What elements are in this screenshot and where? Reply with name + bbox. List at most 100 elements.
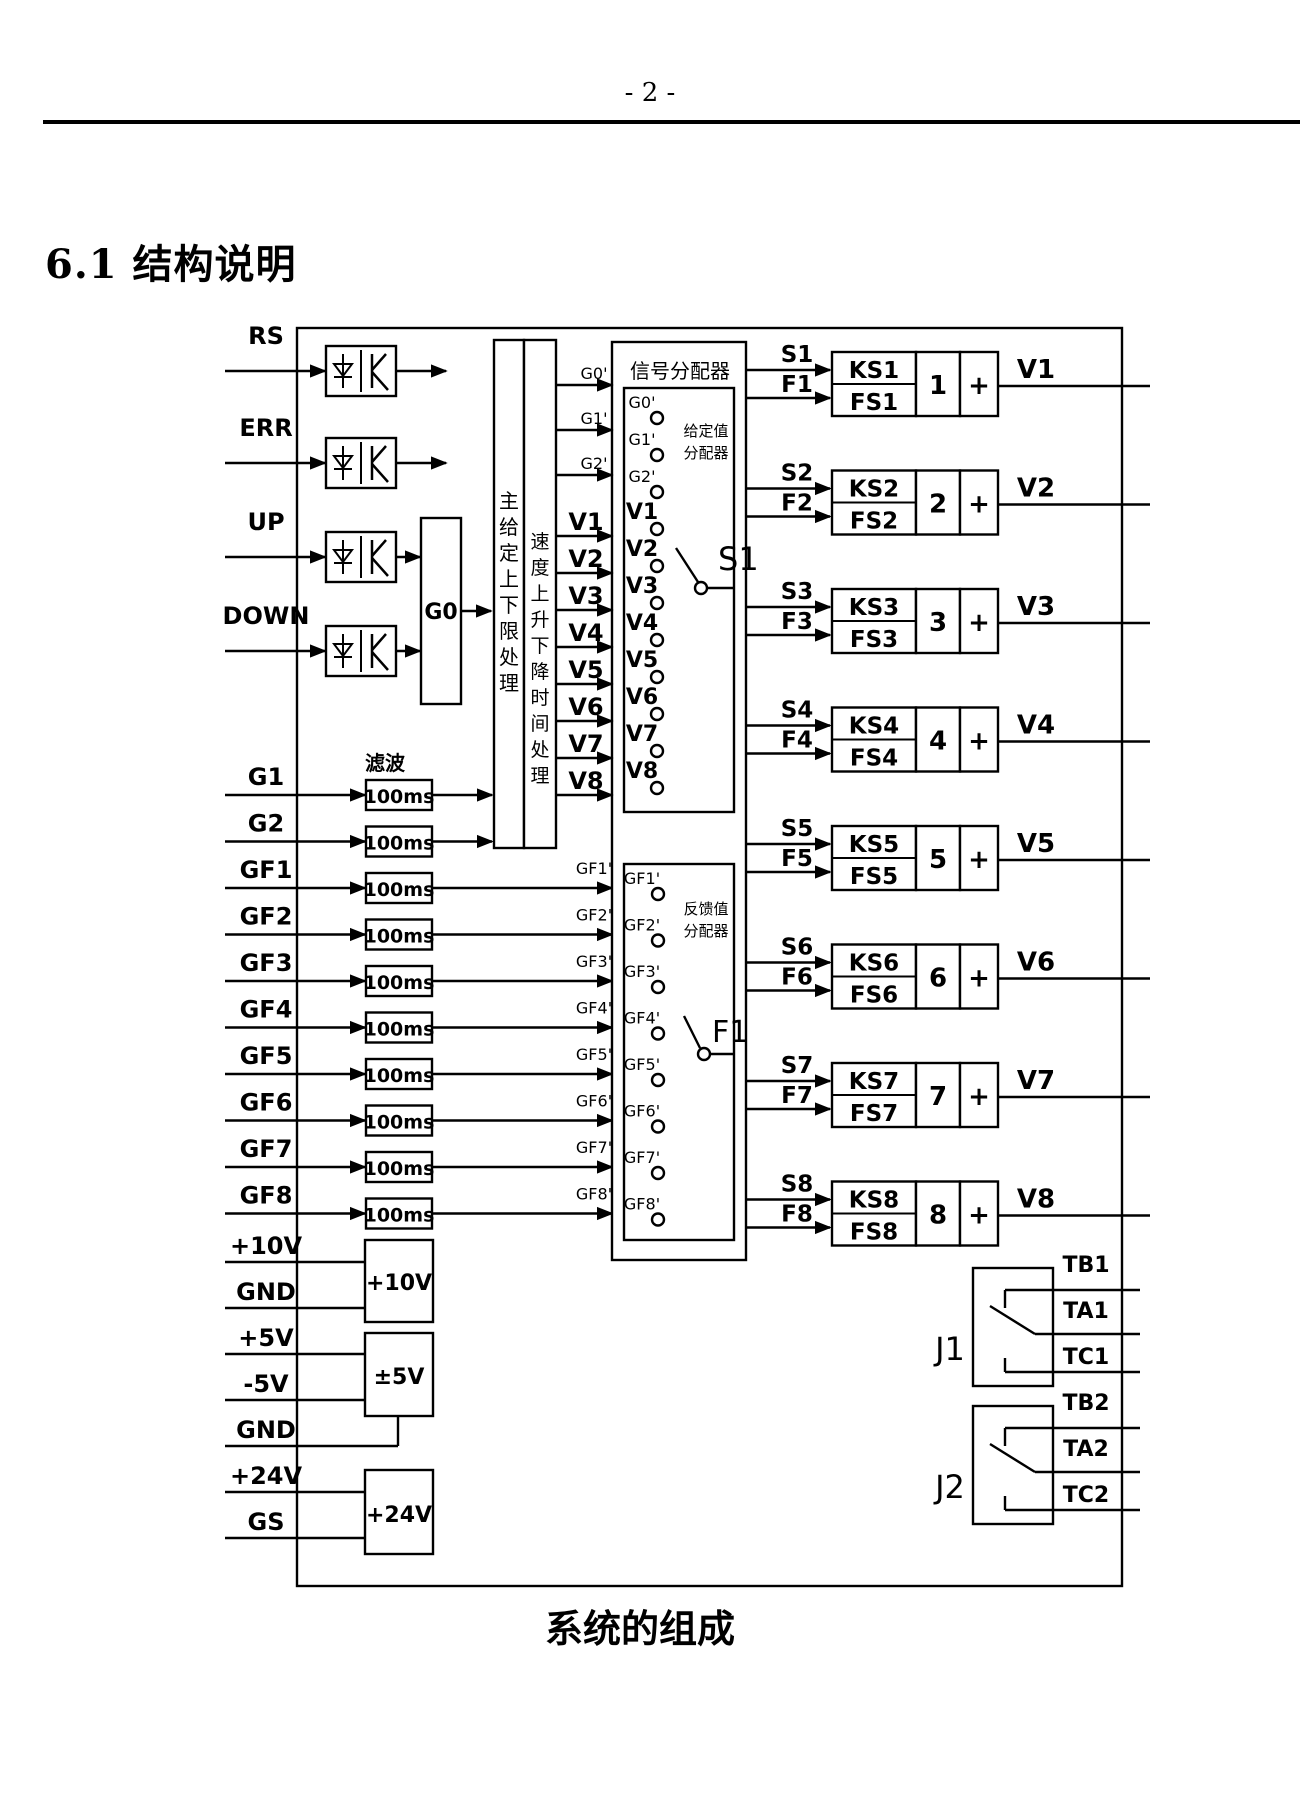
relay-j1-block bbox=[971, 1266, 1055, 1388]
speed-ramp-block bbox=[522, 338, 558, 850]
feedback-input-label: GF3' bbox=[576, 952, 612, 971]
speed-ramp-label-char: 时 bbox=[530, 687, 549, 709]
channel-f-label: F6 bbox=[781, 965, 813, 991]
optocoupler bbox=[324, 344, 398, 398]
tap-contact-icon bbox=[649, 521, 665, 537]
channel-number-block bbox=[914, 587, 962, 655]
channel-v-label: V6 bbox=[1017, 948, 1055, 978]
tap-contact-icon bbox=[649, 484, 665, 500]
analog-input-label: GF1 bbox=[240, 856, 293, 884]
switch-f-icon bbox=[682, 1015, 702, 1049]
given-input-label: G1' bbox=[581, 409, 608, 428]
psu-24v-label: +24V bbox=[366, 1503, 432, 1528]
relay-contact-label: TA2 bbox=[1063, 1437, 1109, 1462]
relay-contact-label: TB2 bbox=[1062, 1391, 1109, 1416]
speed-label: V6 bbox=[568, 693, 603, 721]
channel-ks-label: KS7 bbox=[849, 1069, 899, 1095]
given-sub-label: 给定值 bbox=[683, 422, 728, 440]
transistor-icon bbox=[371, 539, 389, 577]
channel-number-block bbox=[914, 706, 962, 773]
analog-input-label: GF8 bbox=[240, 1182, 293, 1210]
feedback-sub-label: 反馈值 bbox=[683, 900, 728, 918]
header-rule bbox=[43, 120, 1300, 124]
channel-number: 3 bbox=[929, 608, 947, 638]
power-input-label: GND bbox=[236, 1416, 296, 1444]
channel-v-label: V4 bbox=[1017, 711, 1055, 741]
speed-ramp-label-char: 降 bbox=[530, 661, 549, 683]
channel-fs-label: FS5 bbox=[850, 864, 898, 890]
distributor-label: 信号分配器 bbox=[630, 359, 730, 383]
analog-input-label: G1 bbox=[248, 763, 284, 791]
channel-summer-block bbox=[958, 469, 1000, 536]
main-limit-label-char: 处 bbox=[499, 645, 519, 669]
tap-contact-icon bbox=[650, 933, 666, 948]
psu-10v-block bbox=[363, 1238, 435, 1324]
channel-number: 6 bbox=[929, 964, 947, 994]
tap-contact-icon bbox=[649, 780, 665, 796]
channel-v-label: V8 bbox=[1017, 1185, 1055, 1215]
tap-contact-icon bbox=[650, 1212, 666, 1227]
channel-fs-label: FS3 bbox=[850, 627, 898, 653]
diode-icon bbox=[332, 455, 354, 470]
relay-j2-block bbox=[971, 1404, 1055, 1526]
tap-contact-icon bbox=[650, 979, 666, 995]
analog-input-label: G2 bbox=[248, 810, 284, 838]
summer-sign: + bbox=[968, 490, 990, 520]
transistor-icon bbox=[371, 353, 389, 391]
section-title: 6.1 结构说明 bbox=[45, 241, 297, 288]
relay-contact-label: TC1 bbox=[1063, 1345, 1109, 1370]
speed-label: V7 bbox=[568, 730, 603, 758]
speed-label: V2 bbox=[568, 545, 603, 573]
diode-icon bbox=[332, 363, 354, 378]
speed-label: V8 bbox=[568, 767, 603, 795]
psu-5v-label: ±5V bbox=[374, 1365, 425, 1390]
feedback-input-label: GF6' bbox=[576, 1092, 612, 1111]
channel-fs-label: FS8 bbox=[850, 1220, 898, 1246]
tap-contact-icon bbox=[649, 447, 665, 463]
main-limit-label-char: 定 bbox=[499, 541, 519, 565]
given-tap-label: G0' bbox=[629, 393, 656, 412]
channel-v-label: V7 bbox=[1017, 1066, 1055, 1096]
channel-f-label: F2 bbox=[781, 491, 813, 517]
channel-f-label: F3 bbox=[781, 609, 813, 635]
main-limit-label-char: 理 bbox=[499, 671, 519, 695]
main-limit-label-char: 上 bbox=[499, 567, 519, 591]
channel-s-label: S5 bbox=[781, 816, 814, 842]
given-tap-label: V5 bbox=[626, 648, 658, 673]
analog-input-label: GF5 bbox=[240, 1042, 293, 1070]
transistor-icon bbox=[371, 633, 389, 671]
switch-pivot-icon bbox=[693, 580, 709, 596]
filter-block bbox=[364, 871, 434, 905]
analog-input-label: GF7 bbox=[240, 1135, 293, 1163]
channel-s-label: S2 bbox=[781, 461, 814, 487]
channel-number: 7 bbox=[929, 1082, 947, 1112]
feedback-input-label: GF5' bbox=[576, 1045, 612, 1064]
channel-summer-block bbox=[958, 943, 1000, 1010]
switch-s-label: S1 bbox=[718, 540, 759, 578]
switch-s-icon bbox=[674, 547, 700, 583]
speed-ramp-label-char: 上 bbox=[530, 583, 549, 605]
digital-input-label: RS bbox=[248, 322, 284, 350]
figure-caption: 系统的组成 bbox=[544, 1606, 735, 1651]
channel-v-label: V3 bbox=[1017, 592, 1055, 622]
summer-sign: + bbox=[968, 845, 990, 875]
filter-value: 100ms bbox=[364, 1065, 435, 1087]
filter-value: 100ms bbox=[364, 1019, 435, 1041]
channel-f-label: F7 bbox=[781, 1083, 813, 1109]
speed-ramp-label-char: 处 bbox=[530, 739, 549, 761]
given-tap-label: G1' bbox=[629, 430, 656, 449]
filter-value: 100ms bbox=[364, 833, 435, 855]
channel-s-label: S8 bbox=[781, 1172, 814, 1198]
channel-s-label: S4 bbox=[781, 698, 814, 724]
main-limit-label-char: 下 bbox=[499, 593, 519, 617]
given-input-label: G0' bbox=[581, 364, 608, 383]
channel-f-label: F5 bbox=[781, 846, 813, 872]
main-limit-label-char: 给 bbox=[499, 515, 519, 539]
channel-ks-label: KS5 bbox=[849, 832, 899, 858]
tap-contact-icon bbox=[649, 410, 665, 426]
digital-input-label: UP bbox=[247, 508, 284, 536]
power-input-label: +10V bbox=[230, 1232, 303, 1260]
